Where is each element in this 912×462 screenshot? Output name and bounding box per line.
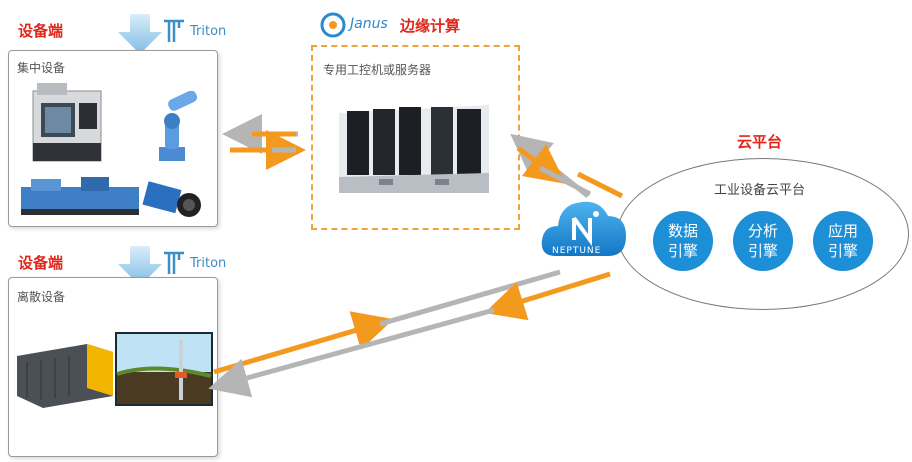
robot-arm-image <box>159 91 198 161</box>
panel-label: 集中设备 <box>17 61 66 75</box>
server-room-image <box>339 93 489 193</box>
janus-brand-label: Janus <box>350 16 388 32</box>
triton-brand-label: Triton <box>190 24 227 39</box>
panel-label: 离散设备 <box>17 290 66 304</box>
cnc-machine-image <box>32 83 102 162</box>
generator-container-image <box>17 344 113 408</box>
panel-label: 专用工控机或服务器 <box>323 63 432 77</box>
data-engine: 数据引擎 <box>653 211 713 271</box>
neptune-cloud-icon <box>541 201 626 256</box>
device-bottom-title: 设备端 <box>18 254 64 272</box>
arrow-orange <box>484 271 611 321</box>
engine-label-line1: 应用 <box>827 222 858 240</box>
triton-logo-icon <box>164 19 184 42</box>
triton-brand-label: Triton <box>190 256 227 271</box>
neptune-label: NEPTUNE <box>552 246 602 256</box>
engine-label-line2: 引擎 <box>827 242 858 260</box>
cloud-title: 云平台 <box>737 133 783 151</box>
drilling-monitor-image <box>115 332 213 406</box>
centralized-device-panel: 集中设备 <box>8 50 218 227</box>
edge-title: 边缘计算 <box>400 17 461 35</box>
arrow-gray <box>538 165 592 197</box>
engine-label-line1: 数据 <box>667 222 698 240</box>
industrial-camera-image <box>142 181 201 217</box>
engine-label-line1: 分析 <box>747 222 778 240</box>
analysis-engine: 分析引擎 <box>733 211 793 271</box>
down-arrow-icon <box>118 14 162 54</box>
down-arrow-icon <box>118 246 162 286</box>
cloud-platform-ellipse: 工业设备云平台 数据引擎 分析引擎 应用引擎 <box>617 158 909 310</box>
platform-label: 工业设备云平台 <box>714 183 806 198</box>
triton-logo-icon <box>164 251 184 274</box>
engine-label-line2: 引擎 <box>747 242 778 260</box>
arrow-gray <box>379 269 561 327</box>
device-top-title: 设备端 <box>18 22 64 40</box>
engine-label-line2: 引擎 <box>667 242 698 260</box>
arrow-orange <box>576 171 624 199</box>
discrete-device-panel: 离散设备 <box>8 277 218 457</box>
edge-server-panel: 专用工控机或服务器 <box>311 45 520 230</box>
arrow-gray <box>208 307 495 398</box>
janus-logo-icon <box>320 12 346 38</box>
injection-machine-image <box>21 177 139 215</box>
application-engine: 应用引擎 <box>813 211 873 271</box>
